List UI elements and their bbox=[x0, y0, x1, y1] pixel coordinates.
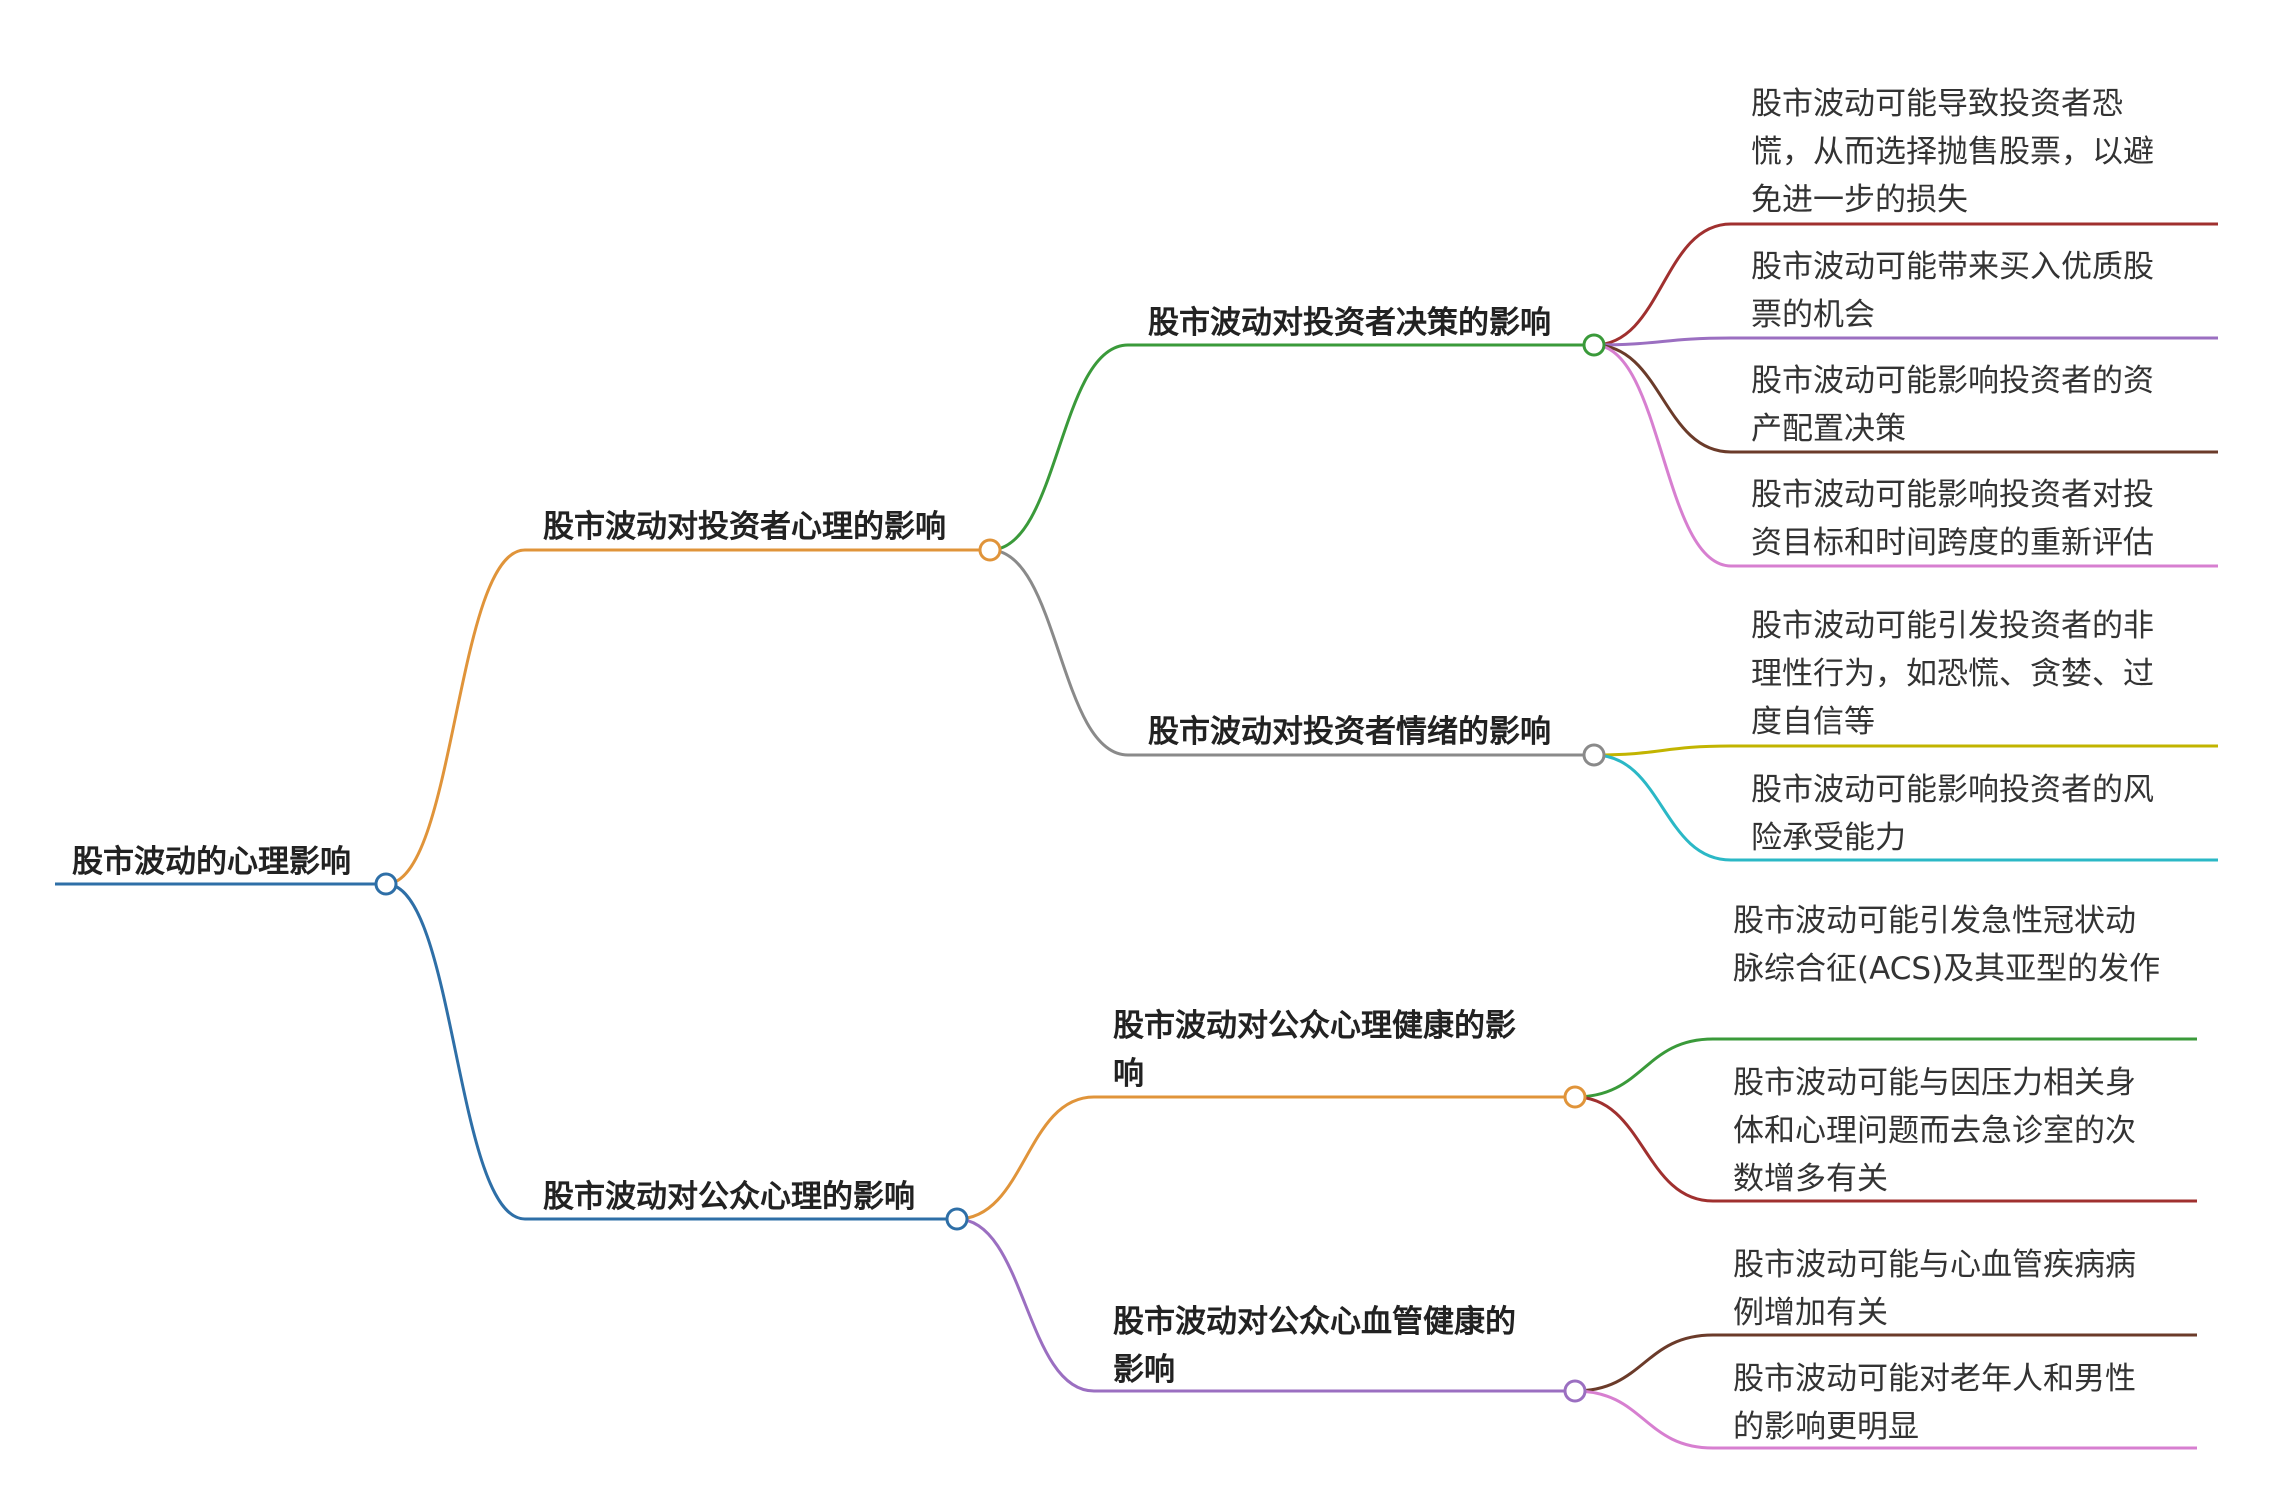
topic-investor-psychology[interactable]: 股市波动对投资者心理的影响 bbox=[543, 509, 946, 545]
topic-investor-emotions[interactable]: 股市波动对投资者情绪的影响 bbox=[1148, 714, 1551, 750]
link-leaf222 bbox=[1574, 1389, 2197, 1450]
topic-public-cardiovascular-health[interactable]: 股市波动对公众心血管健康的 影响 bbox=[1113, 1304, 1516, 1388]
collapse-toggle-n12[interactable] bbox=[1582, 743, 1606, 767]
collapse-toggle-root[interactable] bbox=[374, 872, 398, 896]
collapse-toggle-n2[interactable] bbox=[945, 1207, 969, 1231]
leaf-buying-opportunity[interactable]: 股市波动可能带来买入优质股 票的机会 bbox=[1751, 249, 2154, 333]
leaf-risk-tolerance[interactable]: 股市波动可能影响投资者的风 险承受能力 bbox=[1751, 772, 2154, 856]
leaf-cardiovascular-cases[interactable]: 股市波动可能与心血管疾病病 例增加有关 bbox=[1733, 1247, 2136, 1331]
link-n1-n11 bbox=[989, 343, 1594, 552]
root-topic[interactable]: 股市波动的心理影响 bbox=[72, 844, 351, 880]
leaf-acs-episodes[interactable]: 股市波动可能引发急性冠状动 脉综合征(ACS)及其亚型的发作 bbox=[1733, 903, 2161, 987]
leaf-asset-allocation[interactable]: 股市波动可能影响投资者的资 产配置决策 bbox=[1751, 363, 2154, 447]
link-leaf122 bbox=[1593, 753, 2218, 862]
leaf-goal-reassessment[interactable]: 股市波动可能影响投资者对投 资目标和时间跨度的重新评估 bbox=[1751, 477, 2154, 561]
leaf-irrational-behavior[interactable]: 股市波动可能引发投资者的非 理性行为，如恐慌、贪婪、过 度自信等 bbox=[1751, 608, 2154, 740]
link-leaf113 bbox=[1593, 343, 2218, 454]
collapse-toggle-n21[interactable] bbox=[1563, 1085, 1587, 1109]
link-leaf212 bbox=[1574, 1095, 2197, 1203]
collapse-toggle-n1[interactable] bbox=[978, 538, 1002, 562]
leaf-elderly-men[interactable]: 股市波动可能对老年人和男性 的影响更明显 bbox=[1733, 1361, 2136, 1445]
link-n1-n12 bbox=[989, 548, 1594, 757]
link-n2-n22 bbox=[956, 1217, 1575, 1393]
topic-public-mental-health[interactable]: 股市波动对公众心理健康的影 响 bbox=[1113, 1008, 1516, 1092]
link-n2-n21 bbox=[956, 1095, 1575, 1221]
topic-public-psychology[interactable]: 股市波动对公众心理的影响 bbox=[543, 1179, 915, 1215]
link-leaf121 bbox=[1593, 744, 2218, 757]
collapse-toggle-n22[interactable] bbox=[1563, 1379, 1587, 1403]
link-root-n2 bbox=[385, 882, 957, 1221]
collapse-toggle-n11[interactable] bbox=[1582, 333, 1606, 357]
leaf-panic-selling[interactable]: 股市波动可能导致投资者恐 慌，从而选择抛售股票，以避 免进一步的损失 bbox=[1751, 86, 2154, 218]
leaf-emergency-visits[interactable]: 股市波动可能与因压力相关身 体和心理问题而去急诊室的次 数增多有关 bbox=[1733, 1065, 2136, 1197]
topic-investor-decisions[interactable]: 股市波动对投资者决策的影响 bbox=[1148, 305, 1551, 341]
link-leaf112 bbox=[1593, 336, 2218, 347]
link-leaf111 bbox=[1593, 222, 2218, 347]
link-leaf221 bbox=[1574, 1333, 2197, 1393]
link-leaf114 bbox=[1593, 343, 2218, 568]
link-root-n1 bbox=[385, 548, 990, 886]
link-leaf211 bbox=[1574, 1037, 2197, 1099]
